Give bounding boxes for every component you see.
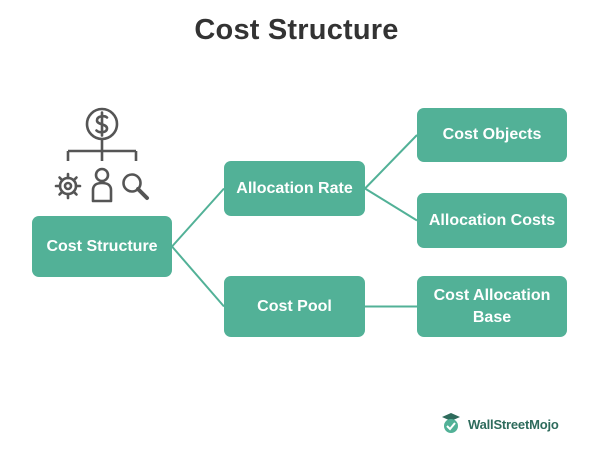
gear-icon xyxy=(54,172,82,200)
diagram-title: Cost Structure xyxy=(194,14,399,46)
cost-structure-icon-group xyxy=(54,107,149,203)
connector-rate-to-objects xyxy=(364,134,418,190)
logo-mark-icon xyxy=(442,413,460,433)
dollar-circle-icon xyxy=(85,107,119,141)
node-allocation-rate: Allocation Rate xyxy=(224,161,365,216)
connector-rate-to-costs xyxy=(364,187,418,222)
node-cost-objects: Cost Objects xyxy=(417,108,567,162)
hierarchy-connector-icon xyxy=(66,139,138,161)
wallstreetmojo-logo: WallStreetMojo xyxy=(438,410,559,438)
person-icon xyxy=(91,167,113,203)
node-cost-pool: Cost Pool xyxy=(224,276,365,337)
magnifier-icon xyxy=(122,173,149,200)
node-cost-structure: Cost Structure xyxy=(32,216,172,277)
node-allocation-costs: Allocation Costs xyxy=(417,193,567,248)
node-cost-allocation-base: Cost Allocation Base xyxy=(417,276,567,337)
connector-root-to-pool xyxy=(171,245,225,308)
connector-root-to-rate xyxy=(171,187,225,248)
logo-text: WallStreetMojo xyxy=(468,416,559,432)
